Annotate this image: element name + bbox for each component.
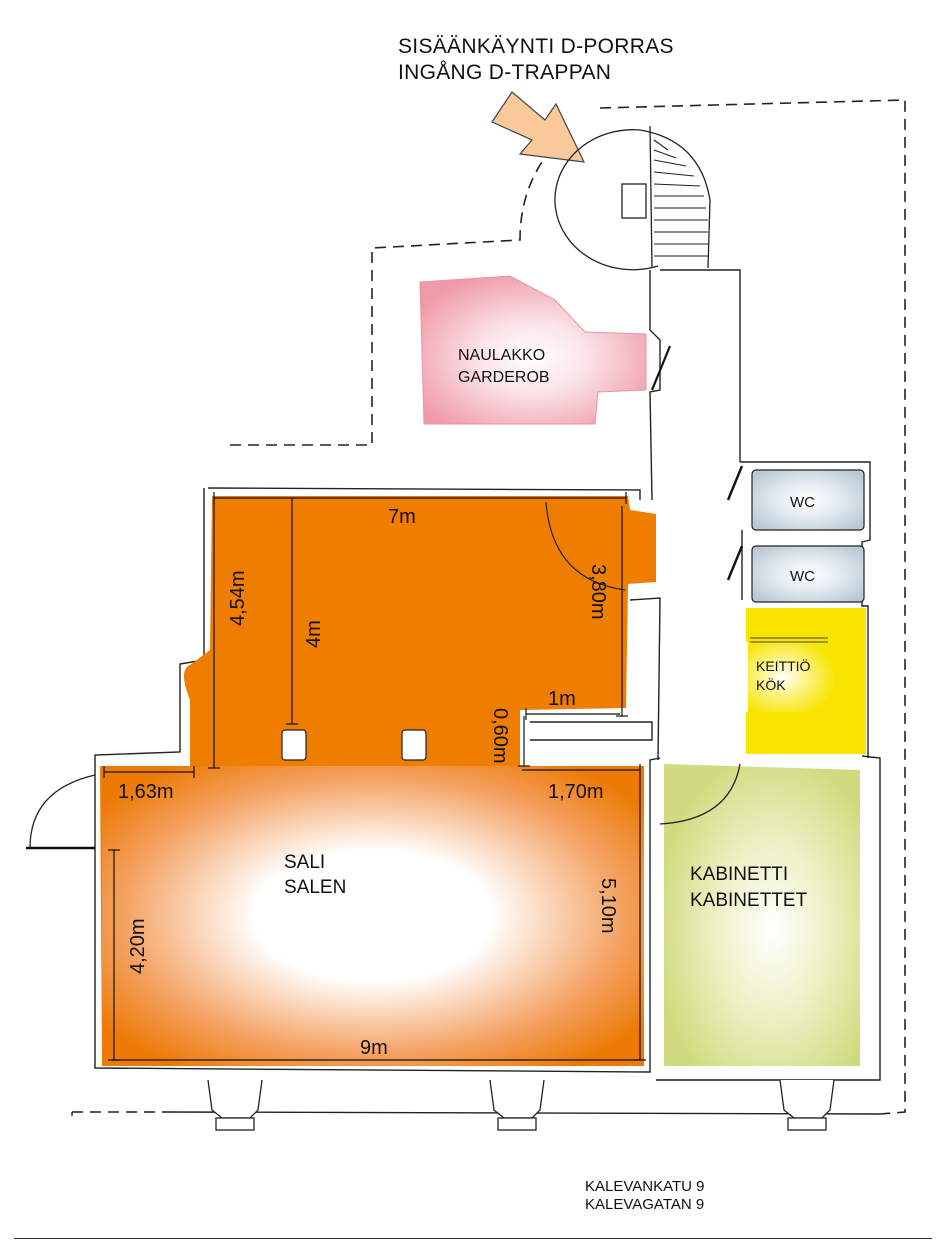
dim-right-height: 3,80m [587, 564, 609, 620]
kitchen-counter [750, 637, 828, 643]
wc-2-label: WC [790, 568, 815, 585]
address-fi: KALEVANKATU 9 [585, 1178, 705, 1195]
salen-label-sv: SALEN [284, 877, 346, 898]
dim-left-height: 4,54m [227, 570, 249, 626]
wc-2-door[interactable] [726, 545, 744, 581]
room-wc-2[interactable] [751, 545, 865, 603]
dim-lower-left-height: 4,20m [127, 918, 149, 974]
kabinett-label-sv: KABINETTET [690, 890, 808, 911]
dim-lower-right-height: 5,10m [597, 878, 619, 934]
spiral-staircase[interactable] [554, 125, 711, 271]
wc-1-door[interactable] [726, 465, 744, 501]
wc-1-label: WC [790, 494, 815, 511]
salen-label-fi: SALI [284, 852, 325, 873]
dim-top-width: 7m [388, 506, 416, 528]
kabinett-door[interactable] [659, 763, 741, 825]
kitchen-light-area [748, 642, 836, 712]
dim-left-offset: 1,63m [118, 781, 174, 803]
entrance-label: SISÄÄNKÄYNTI D-PORRAS INGÅNG D-TRAPPAN [398, 34, 674, 86]
room-wc-1[interactable] [751, 469, 865, 531]
dim-bottom-width: 9m [360, 1037, 388, 1059]
dim-inner-height: 4m [303, 620, 325, 648]
bottom-rule [14, 1238, 932, 1239]
salen-light-area [102, 766, 644, 1066]
entrance-label-fi: SISÄÄNKÄYNTI D-PORRAS [398, 35, 674, 58]
street-address: KALEVANKATU 9 KALEVAGATAN 9 [585, 1178, 705, 1214]
garderob-label-sv: GARDEROB [458, 369, 550, 386]
dimension-lines [103, 492, 646, 1061]
garderob-label-fi: NAULAKKO [458, 347, 545, 364]
kitchen-label-sv: KÖK [756, 676, 786, 693]
kitchen-label-fi: KEITTIÖ [756, 657, 811, 674]
window-niches [207, 1079, 835, 1131]
kabinett-label-fi: KABINETTI [690, 864, 788, 885]
dim-niche-width: 1m [548, 688, 576, 710]
dim-right-offset: 1,70m [548, 781, 604, 803]
room-kabinett[interactable] [664, 764, 860, 1066]
pillar [401, 729, 427, 761]
entrance-label-sv: INGÅNG D-TRAPPAN [398, 61, 612, 84]
salen-door-left[interactable] [29, 774, 96, 849]
dim-niche-depth: 0,60m [489, 708, 511, 764]
room-garderob[interactable] [419, 275, 647, 425]
address-sv: KALEVAGATAN 9 [585, 1196, 705, 1213]
salen-door-top[interactable] [545, 501, 626, 591]
pillar [281, 729, 307, 761]
entrance-arrow-icon [491, 91, 586, 163]
garderob-door[interactable] [650, 345, 672, 391]
